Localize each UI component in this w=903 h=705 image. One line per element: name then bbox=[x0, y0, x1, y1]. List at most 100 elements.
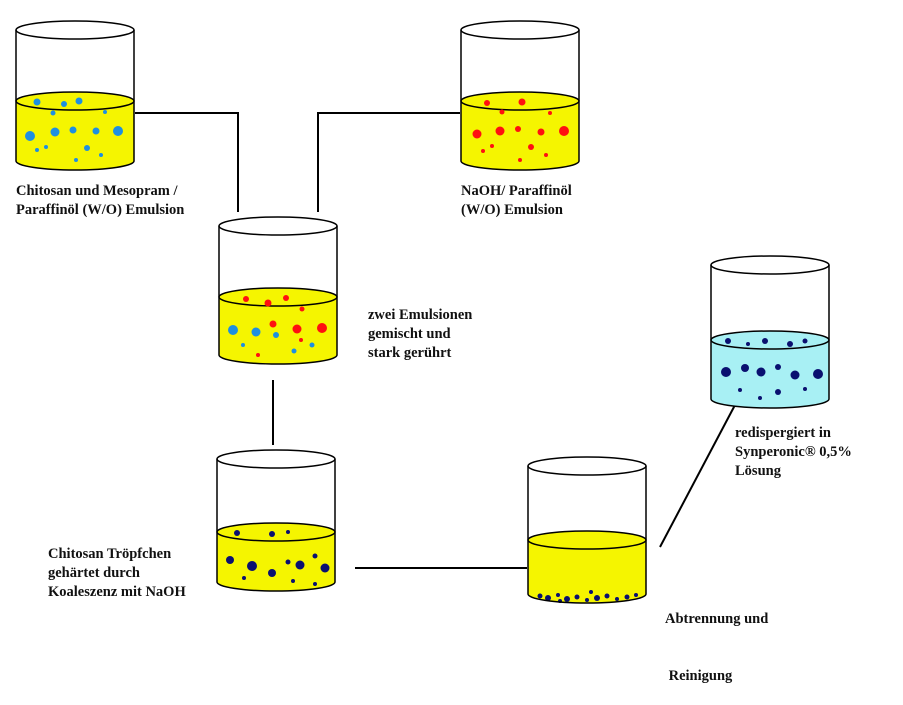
beaker-rim bbox=[710, 255, 830, 275]
droplet bbox=[226, 556, 234, 564]
liquid-bottom bbox=[219, 346, 337, 364]
droplet bbox=[741, 364, 749, 372]
beaker-hardened-droplets bbox=[216, 449, 336, 592]
beaker-naoh-emulsion bbox=[460, 20, 580, 171]
droplet bbox=[35, 148, 39, 152]
droplet bbox=[787, 341, 793, 347]
connector-beaker2-to-beaker3 bbox=[317, 112, 460, 212]
droplet bbox=[556, 593, 560, 597]
connectors bbox=[135, 112, 736, 569]
droplet-red bbox=[264, 299, 272, 307]
label-line: Paraffinöl (W/O) Emulsion bbox=[16, 202, 185, 218]
droplet-red bbox=[256, 353, 260, 357]
label-line: Chitosan Tröpfchen bbox=[48, 546, 172, 562]
liquid-surface bbox=[527, 530, 647, 550]
droplet bbox=[604, 593, 610, 599]
label-line: Reinigung bbox=[665, 668, 733, 684]
beaker-mixed-emulsions bbox=[218, 216, 338, 365]
droplet bbox=[518, 98, 526, 106]
droplet bbox=[721, 367, 731, 377]
droplet bbox=[103, 110, 107, 114]
droplet bbox=[548, 111, 552, 115]
label-line: NaOH/ Paraffinöl bbox=[461, 183, 572, 199]
liquid-surface bbox=[218, 287, 338, 307]
label-redispersed: redispergiert in Synperonic® 0,5% Lösung bbox=[735, 424, 852, 481]
droplet bbox=[490, 144, 494, 148]
droplet-red bbox=[292, 324, 302, 334]
label-naoh-emulsion: NaOH/ Paraffinöl (W/O) Emulsion bbox=[461, 182, 572, 220]
droplet bbox=[25, 131, 35, 141]
droplet bbox=[559, 126, 569, 136]
process-diagram bbox=[15, 20, 830, 604]
droplet-blue bbox=[273, 332, 279, 338]
droplet bbox=[518, 158, 522, 162]
droplet bbox=[544, 153, 548, 157]
droplet bbox=[564, 596, 570, 602]
settled-droplets bbox=[537, 590, 638, 603]
droplet bbox=[234, 530, 240, 536]
droplet bbox=[813, 369, 823, 379]
navy-droplets bbox=[226, 530, 330, 586]
droplet bbox=[312, 553, 318, 559]
mixed-droplets bbox=[228, 295, 327, 357]
droplet bbox=[247, 561, 257, 571]
label-separation: Abtrennung und Reinigung bbox=[665, 572, 768, 705]
droplet bbox=[738, 388, 742, 392]
droplet bbox=[269, 531, 275, 537]
droplet bbox=[537, 593, 543, 599]
droplet bbox=[499, 109, 505, 115]
droplet bbox=[286, 530, 290, 534]
connector-beaker5-to-beaker6 bbox=[659, 404, 736, 548]
label-line: Koaleszenz mit NaOH bbox=[48, 584, 186, 600]
droplet bbox=[574, 594, 580, 600]
label-line: stark gerührt bbox=[368, 345, 452, 361]
label-line: (W/O) Emulsion bbox=[461, 202, 563, 218]
beaker-walls bbox=[710, 265, 830, 409]
droplet bbox=[758, 396, 762, 400]
beaker-redispersed bbox=[710, 255, 830, 409]
droplet-blue bbox=[228, 325, 238, 335]
droplet bbox=[50, 110, 56, 116]
droplet bbox=[495, 126, 505, 136]
droplet bbox=[634, 593, 638, 597]
navy-droplets bbox=[721, 338, 823, 400]
beaker-rim bbox=[216, 449, 336, 469]
droplet bbox=[762, 338, 768, 344]
droplet bbox=[615, 597, 619, 601]
label-line: zwei Emulsionen bbox=[368, 307, 473, 323]
red-droplets bbox=[472, 98, 569, 162]
droplet bbox=[99, 153, 103, 157]
beaker-rim bbox=[218, 216, 338, 236]
droplet bbox=[472, 129, 482, 139]
droplet bbox=[242, 576, 246, 580]
droplet bbox=[61, 101, 67, 107]
label-mixed-emulsions: zwei Emulsionen gemischt und stark gerüh… bbox=[368, 306, 472, 363]
droplet bbox=[285, 559, 291, 565]
droplet bbox=[50, 127, 60, 137]
droplet bbox=[92, 127, 100, 135]
liquid-bottom bbox=[711, 390, 829, 408]
beaker-rim bbox=[460, 20, 580, 40]
droplet bbox=[594, 595, 600, 601]
droplet bbox=[545, 595, 551, 601]
droplet bbox=[69, 126, 77, 134]
droplet bbox=[775, 364, 781, 370]
droplet bbox=[295, 560, 305, 570]
beaker-chitosan-emulsion bbox=[15, 20, 135, 171]
liquid bbox=[711, 340, 829, 399]
droplet bbox=[790, 370, 800, 380]
beaker-walls bbox=[15, 30, 135, 171]
droplet bbox=[320, 563, 330, 573]
droplet bbox=[746, 342, 750, 346]
droplet bbox=[481, 149, 485, 153]
droplet bbox=[33, 98, 41, 106]
droplet bbox=[291, 579, 295, 583]
droplet bbox=[268, 569, 276, 577]
beaker-walls bbox=[527, 466, 647, 604]
beaker-walls bbox=[218, 226, 338, 365]
beaker-walls bbox=[460, 30, 580, 171]
label-chitosan-emulsion: Chitosan und Mesopram / Paraffinöl (W/O)… bbox=[16, 182, 184, 220]
droplet bbox=[484, 100, 490, 106]
label-line: Abtrennung und bbox=[665, 611, 769, 627]
droplet bbox=[775, 389, 781, 395]
